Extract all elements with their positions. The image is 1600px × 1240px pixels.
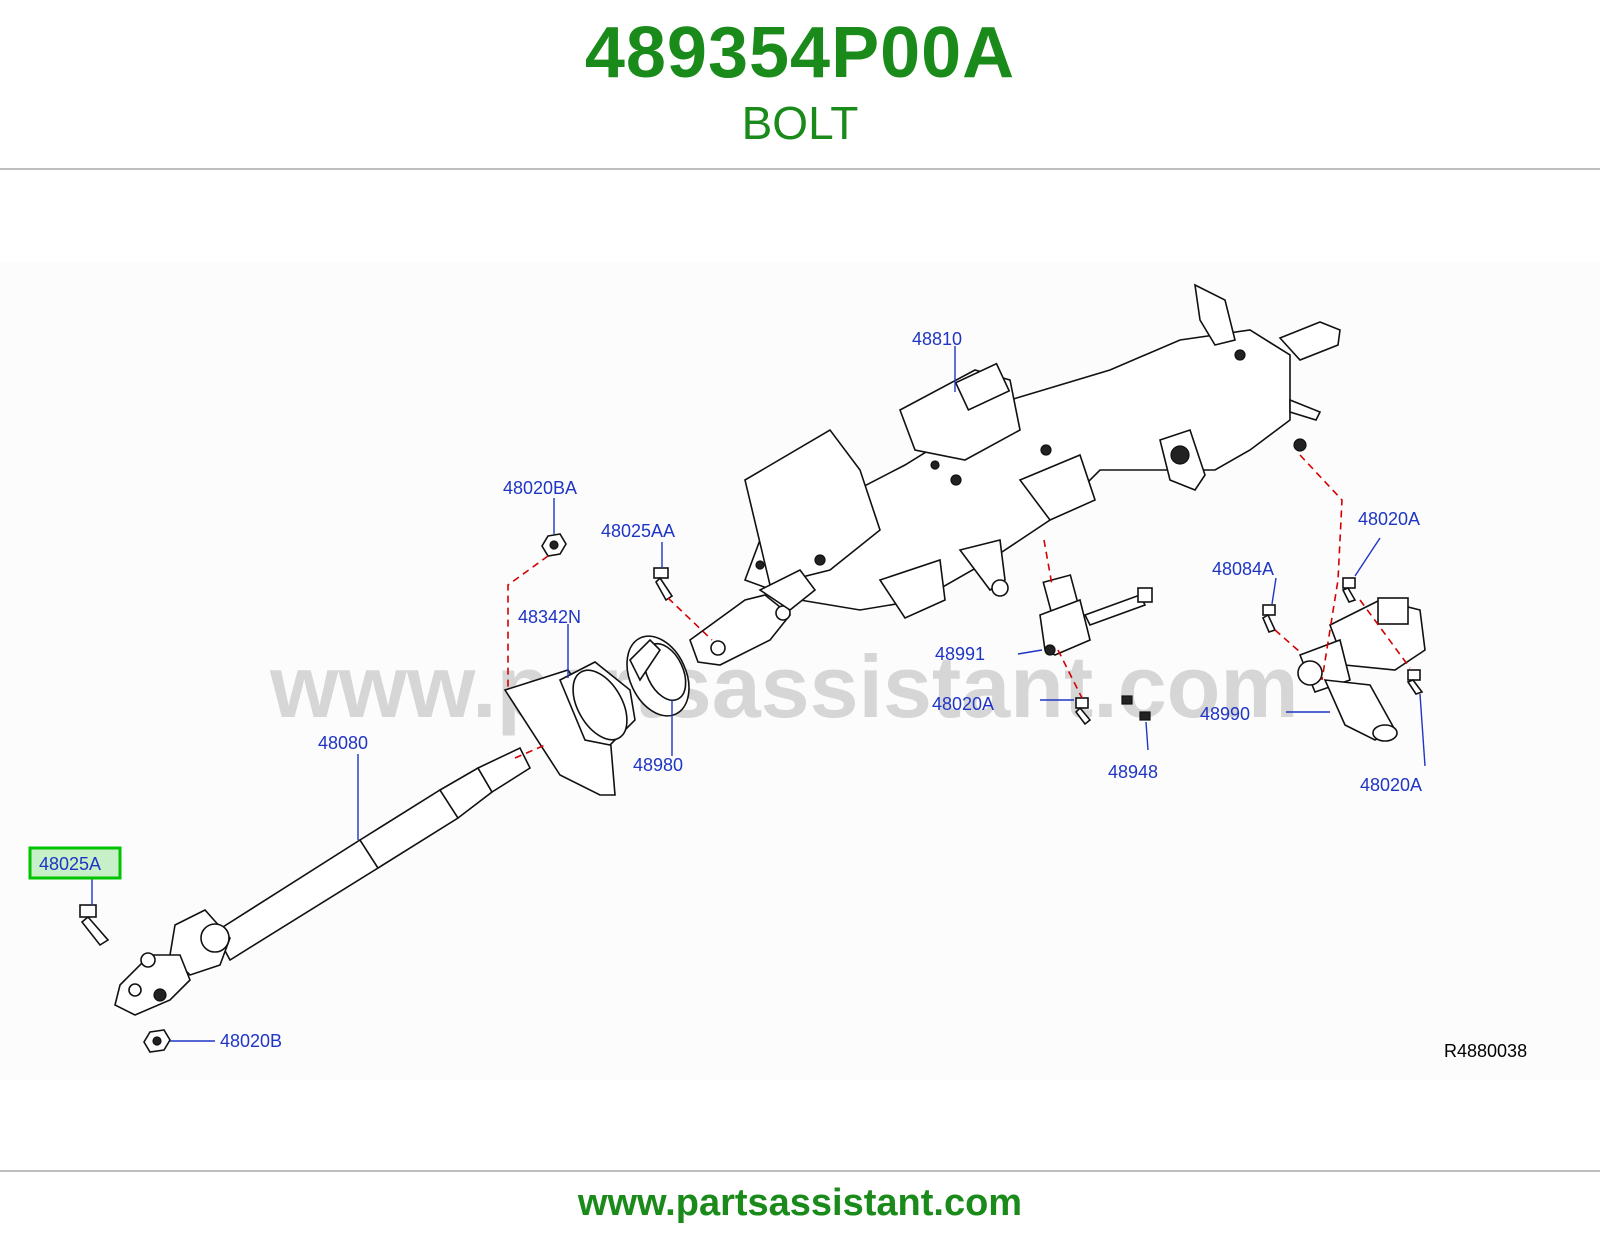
callout-48948[interactable]: 48948 [1108, 762, 1158, 782]
nut-48020B[interactable] [143, 1029, 171, 1053]
part-number-title: 489354P00A [584, 13, 1016, 93]
callout-48342N[interactable]: 48342N [518, 607, 581, 627]
steering-column-assembly[interactable] [689, 283, 1341, 666]
callout-48020BA[interactable]: 48020BA [503, 478, 577, 498]
nut-48020BA[interactable] [541, 533, 567, 557]
bolt-48020A-mid[interactable] [1074, 697, 1092, 726]
highlight-box [28, 846, 122, 880]
footer-site-link[interactable]: www.partsassistant.com [577, 1182, 1023, 1224]
callout-48980[interactable]: 48980 [633, 755, 683, 775]
callout-48991[interactable]: 48991 [935, 644, 985, 664]
footer-divider [0, 1170, 1600, 1172]
column-seal[interactable] [615, 626, 701, 726]
callout-48020A-bottom[interactable]: 48020A [1360, 775, 1422, 795]
sensor-48991[interactable] [1039, 574, 1153, 656]
bolt-48020A-top[interactable] [1341, 577, 1357, 603]
bolt-48025AA[interactable] [653, 567, 674, 602]
screw-48948[interactable] [1121, 695, 1151, 721]
callout-48025A[interactable]: 48025A [39, 854, 101, 874]
tilt-motor-48990[interactable] [1297, 597, 1426, 742]
lower-steering-shaft[interactable] [114, 746, 532, 1016]
alignment-lines [507, 454, 1411, 759]
leader-lines [91, 346, 1426, 1042]
bolt-48025A[interactable] [79, 904, 110, 947]
callout-48990[interactable]: 48990 [1200, 704, 1250, 724]
callout-48084A[interactable]: 48084A [1212, 559, 1274, 579]
diagram-reference-code: R4880038 [1444, 1041, 1527, 1061]
dust-boot[interactable] [503, 661, 638, 796]
parts-diagram: www.partsassistant.com [0, 262, 1600, 1080]
callout-48020B[interactable]: 48020B [220, 1031, 282, 1051]
watermark: www.partsassistant.com [269, 637, 1299, 736]
bolt-48084A[interactable] [1261, 604, 1277, 633]
part-name-subtitle: BOLT [741, 97, 859, 149]
exploded-view-svg: www.partsassistant.com [28, 283, 1527, 1061]
page-header: 489354P00A BOLT [0, 0, 1600, 168]
header-divider [0, 168, 1600, 170]
callout-48020A-top[interactable]: 48020A [1358, 509, 1420, 529]
callout-48810[interactable]: 48810 [912, 329, 962, 349]
callout-48020A-mid[interactable]: 48020A [932, 694, 994, 714]
callout-48025AA[interactable]: 48025AA [601, 521, 675, 541]
bolt-48020A-bottom[interactable] [1406, 669, 1424, 695]
callout-48080[interactable]: 48080 [318, 733, 368, 753]
